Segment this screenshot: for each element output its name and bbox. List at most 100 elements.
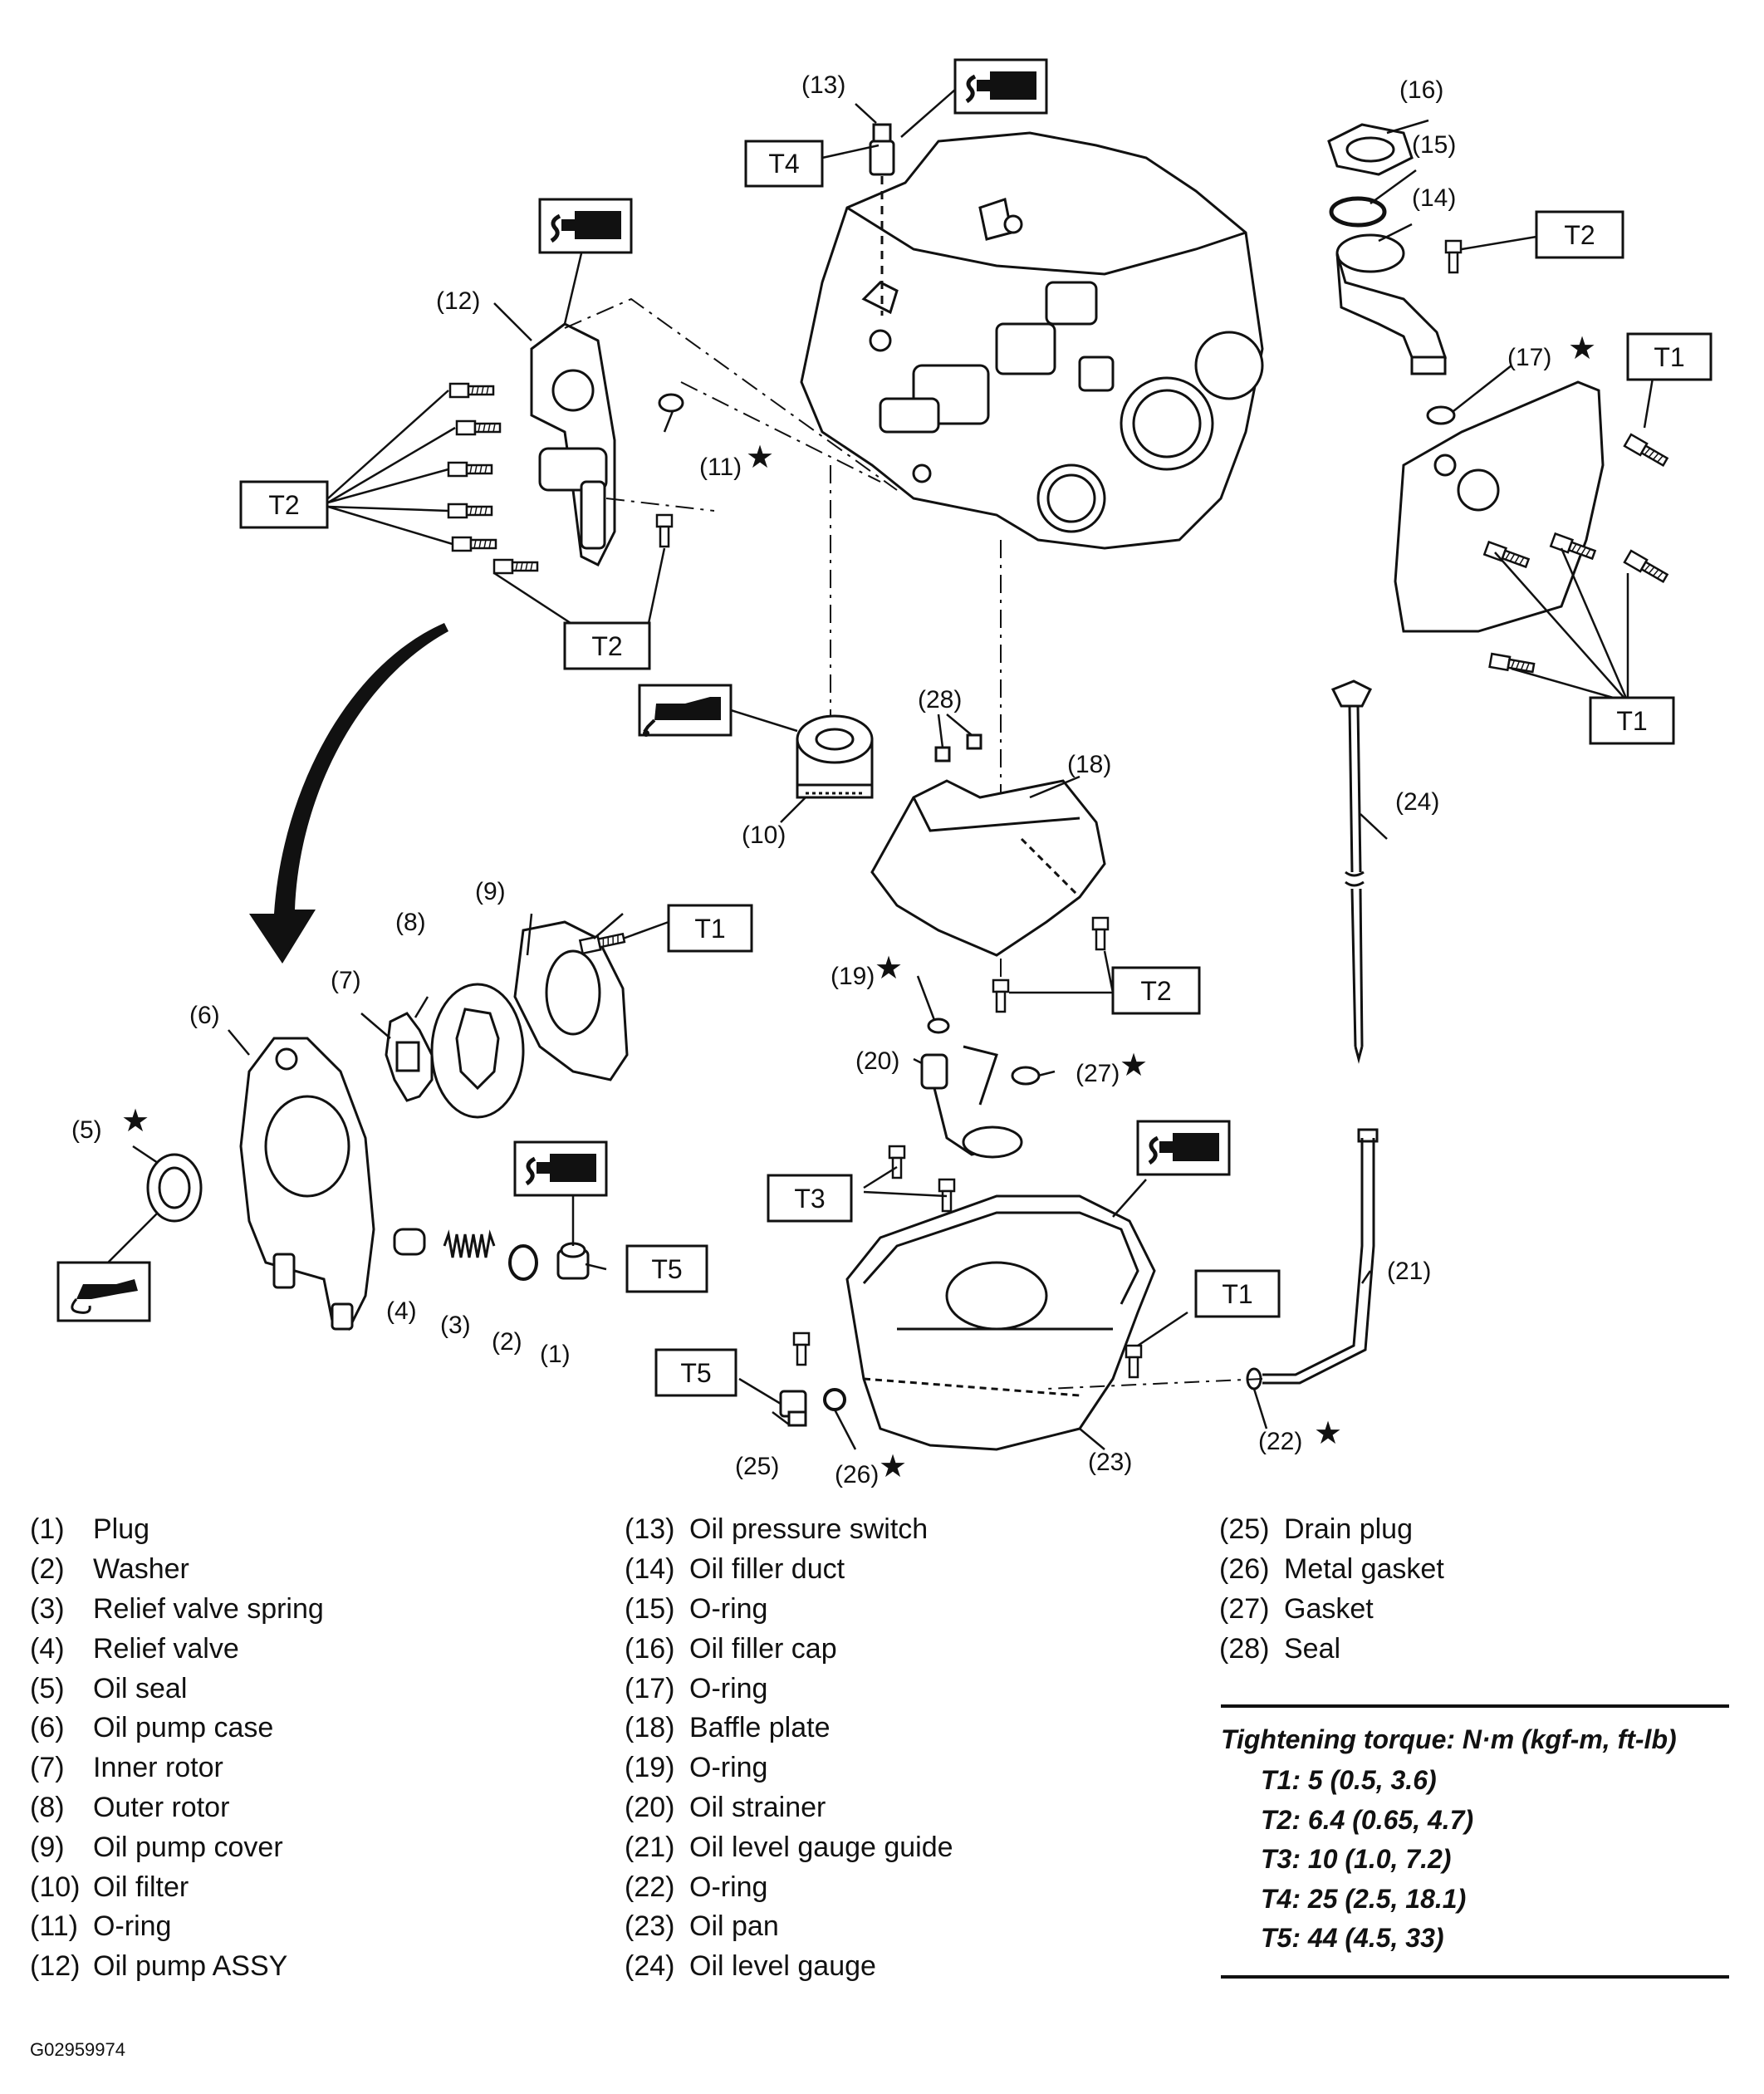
- legend-part-name: O-ring: [689, 1871, 768, 1903]
- svg-text:T1: T1: [1654, 342, 1684, 372]
- legend-item: (10)Oil filter: [30, 1867, 561, 1907]
- grease-icon: [56, 1261, 151, 1322]
- callout-4: (4): [386, 1297, 417, 1325]
- callout-9: (9): [475, 878, 506, 905]
- legend-part-name: Outer rotor: [93, 1791, 230, 1823]
- star-icon: ★: [879, 1448, 907, 1484]
- torque-tag: T2: [1535, 210, 1624, 259]
- callout-5: (5): [71, 1116, 102, 1144]
- callout-18: (18): [1067, 751, 1111, 778]
- svg-text:T3: T3: [794, 1184, 825, 1214]
- torque-tag: T1: [1626, 332, 1713, 381]
- legend-number: (25): [1219, 1513, 1270, 1546]
- oil-pressure-switch: [869, 123, 895, 316]
- callout-16: (16): [1399, 76, 1443, 104]
- oil-pump-vbolt: [655, 513, 674, 548]
- torque-row: T2: 6.4 (0.65, 4.7): [1261, 1804, 1474, 1835]
- svg-text:T1: T1: [1222, 1279, 1252, 1309]
- legend-number: (14): [625, 1553, 675, 1586]
- relief-valve-spring: [443, 1229, 496, 1258]
- legend-item: (13) Oil pressure switch: [625, 1510, 1156, 1550]
- callout-25: (25): [735, 1453, 779, 1480]
- legend-item: (17)O-ring: [625, 1669, 1156, 1709]
- engine-block: [800, 131, 1264, 550]
- torque-tag: T2: [563, 621, 651, 670]
- oil-level-gauge: [1330, 679, 1373, 1064]
- torque-row: T4: 25 (2.5, 18.1): [1261, 1883, 1467, 1914]
- legend-part-name: Oil level gauge: [689, 1950, 876, 1983]
- oil-level-gauge-guide: [1046, 1128, 1379, 1390]
- legend-number: (21): [625, 1831, 675, 1863]
- svg-text:T5: T5: [680, 1358, 711, 1388]
- figure-id: G02959974: [30, 2039, 125, 2060]
- legend-item: (12)Oil pump ASSY: [30, 1947, 561, 1987]
- star-icon: ★: [746, 439, 774, 475]
- torque-tag: T1: [1589, 696, 1675, 745]
- torque-table: Tightening torque: N·m (kgf-m, ft-lb) T1…: [1221, 1704, 1729, 1979]
- curved-arrow: [249, 623, 448, 964]
- legend-number: (11): [30, 1910, 78, 1943]
- legend-number: (22): [625, 1871, 675, 1903]
- legend-item: (26) Metal gasket: [1219, 1550, 1751, 1590]
- legend-item: (18)Baffle plate: [625, 1709, 1156, 1748]
- legend-item: (11)O-ring: [30, 1907, 561, 1947]
- legend-part-name: Inner rotor: [93, 1752, 223, 1784]
- callout-14: (14): [1412, 184, 1456, 212]
- o-ring-17: [1426, 405, 1456, 425]
- legend-part-name: Oil pump case: [93, 1712, 274, 1744]
- legend-item: (21)Oil level gauge guide: [625, 1827, 1156, 1867]
- oil-pan: [845, 1194, 1156, 1451]
- svg-text:T1: T1: [694, 914, 725, 944]
- oil-filler-cap: [1327, 123, 1414, 176]
- legend-part-name: Drain plug: [1284, 1513, 1413, 1546]
- legend-part-name: Washer: [93, 1553, 189, 1586]
- legend-part-name: Oil strainer: [689, 1791, 826, 1823]
- star-icon: ★: [121, 1102, 149, 1139]
- legend-number: (5): [30, 1672, 65, 1704]
- legend-number: (6): [30, 1712, 65, 1744]
- gasket-27: [1011, 1066, 1041, 1086]
- legend-number: (26): [1219, 1553, 1270, 1586]
- legend-part-name: Oil pressure switch: [689, 1513, 929, 1546]
- legend-number: (17): [625, 1672, 675, 1704]
- legend-item: (3)Relief valve spring: [30, 1590, 561, 1630]
- legend-item: (19)O-ring: [625, 1748, 1156, 1788]
- torque-tag: T4: [744, 140, 824, 188]
- legend-item: (16)Oil filler cap: [625, 1629, 1156, 1669]
- drain-plug: [779, 1390, 807, 1427]
- legend-number: (15): [625, 1592, 675, 1625]
- legend-part-name: Oil pump ASSY: [93, 1950, 288, 1983]
- legend-item: (4)Relief valve: [30, 1629, 561, 1669]
- callout-17: (17): [1507, 344, 1551, 371]
- plug: [556, 1242, 590, 1280]
- oil-pump-bolts: [447, 382, 539, 575]
- sealant-icon: [515, 1142, 606, 1195]
- legend-part-name: Metal gasket: [1284, 1553, 1444, 1586]
- svg-text:T2: T2: [1140, 976, 1171, 1006]
- torque-row: T3: 10 (1.0, 7.2): [1261, 1844, 1452, 1874]
- legend-part-name: Oil pan: [689, 1910, 779, 1943]
- svg-text:T2: T2: [591, 631, 622, 661]
- oil-pump-assy: [530, 322, 616, 567]
- legend-part-name: O-ring: [689, 1592, 768, 1625]
- callout-8: (8): [395, 909, 426, 936]
- legend-number: (13): [625, 1513, 675, 1546]
- callout-19: (19): [831, 963, 875, 990]
- callout-23: (23): [1088, 1449, 1132, 1476]
- sealant-icon: [540, 199, 631, 253]
- relief-valve: [393, 1228, 426, 1256]
- legend-part-name: Baffle plate: [689, 1712, 831, 1744]
- legend-item: (25) Drain plug: [1219, 1510, 1751, 1550]
- legend-part-name: Oil filler duct: [689, 1553, 845, 1586]
- legend-item: (15) O-ring: [625, 1590, 1156, 1630]
- legend-number: (7): [30, 1752, 65, 1784]
- washer: [508, 1244, 538, 1281]
- torque-tag: T5: [654, 1348, 737, 1397]
- legend-column-2: (13) Oil pressure switch (14) Oil filler du…: [625, 1510, 1156, 1987]
- callout-13: (13): [801, 71, 845, 99]
- svg-text:T1: T1: [1616, 706, 1647, 736]
- oil-filter: [796, 714, 874, 799]
- torque-tag: T2: [1111, 966, 1201, 1015]
- callout-15: (15): [1412, 131, 1456, 159]
- legend-item: (5)Oil seal: [30, 1669, 561, 1709]
